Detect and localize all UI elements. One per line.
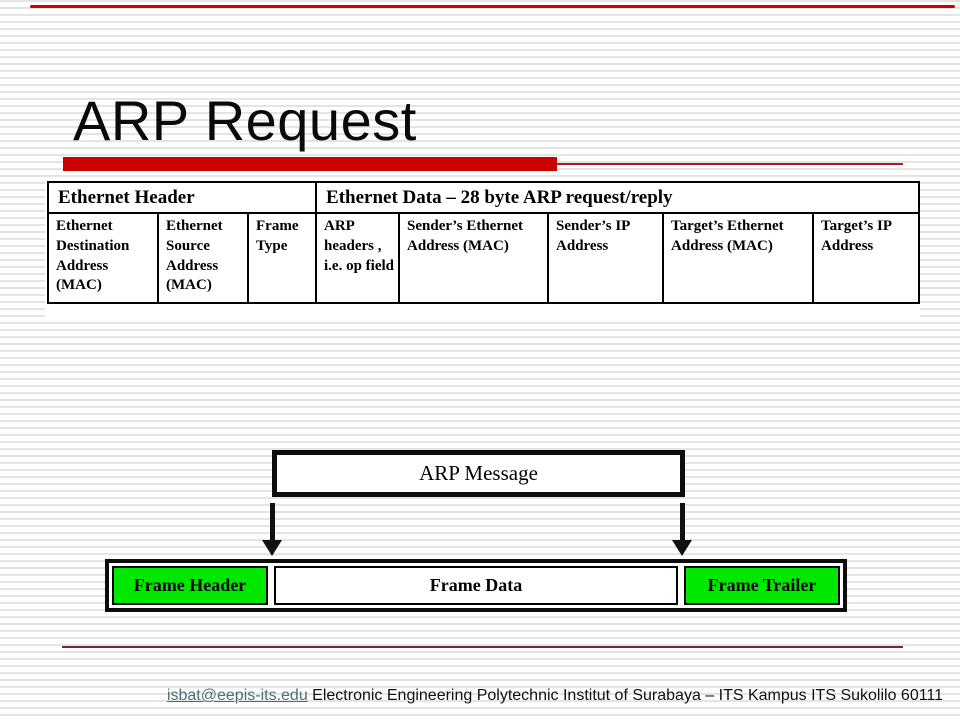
down-arrow-left-icon [262, 503, 282, 556]
table-cell-target-ethernet-address: Target’s Ethernet Address (MAC) [662, 212, 815, 304]
table-cell-ethernet-source-address: Ethernet Source Address (MAC) [157, 212, 249, 304]
down-arrow-right-icon [672, 503, 692, 556]
frame-header-box: Frame Header [112, 566, 268, 605]
frame-trailer-box: Frame Trailer [684, 566, 840, 605]
table-header-ethernet-data: Ethernet Data – 28 byte ARP request/repl… [315, 181, 921, 214]
top-accent-line [30, 5, 955, 8]
table-cell-sender-ip-address: Sender’s IP Address [547, 212, 665, 304]
footer-text: Electronic Engineering Polytechnic Insti… [312, 687, 944, 704]
table-cell-frame-type: Frame Type [246, 212, 318, 304]
arrow-head [672, 540, 692, 556]
title-accent-thin-line [557, 163, 903, 165]
footer-divider-line [62, 646, 903, 648]
arrow-shaft [679, 503, 685, 540]
frame-bar: Frame Header Frame Data Frame Trailer [105, 559, 847, 612]
table-cell-sender-ethernet-address: Sender’s Ethernet Address (MAC) [398, 212, 550, 304]
table-cell-ethernet-destination-address: Ethernet Destination Address (MAC) [47, 212, 159, 304]
page-title: ARP Request [73, 89, 417, 152]
footer: isbat@eepis-its.edu Electronic Engineeri… [150, 687, 960, 705]
ethernet-frame-table-backing: Ethernet Header Ethernet Data – 28 byte … [45, 178, 921, 319]
arp-message-box: ARP Message [272, 450, 685, 497]
table-cell-target-ip-address: Target’s IP Address [812, 212, 921, 304]
table-body-row: Ethernet Destination Address (MAC) Ether… [47, 212, 921, 304]
ethernet-frame-table: Ethernet Header Ethernet Data – 28 byte … [46, 181, 921, 304]
title-accent-bar [63, 157, 557, 171]
arrow-shaft [269, 503, 275, 540]
arp-message-label: ARP Message [419, 461, 538, 485]
arrow-head [262, 540, 282, 556]
footer-email-link[interactable]: isbat@eepis-its.edu [166, 687, 308, 704]
table-cell-arp-headers: ARP headers , i.e. op field [315, 212, 401, 304]
table-header-row: Ethernet Header Ethernet Data – 28 byte … [46, 181, 921, 214]
table-header-ethernet-header: Ethernet Header [46, 181, 318, 214]
frame-data-box: Frame Data [274, 566, 678, 605]
